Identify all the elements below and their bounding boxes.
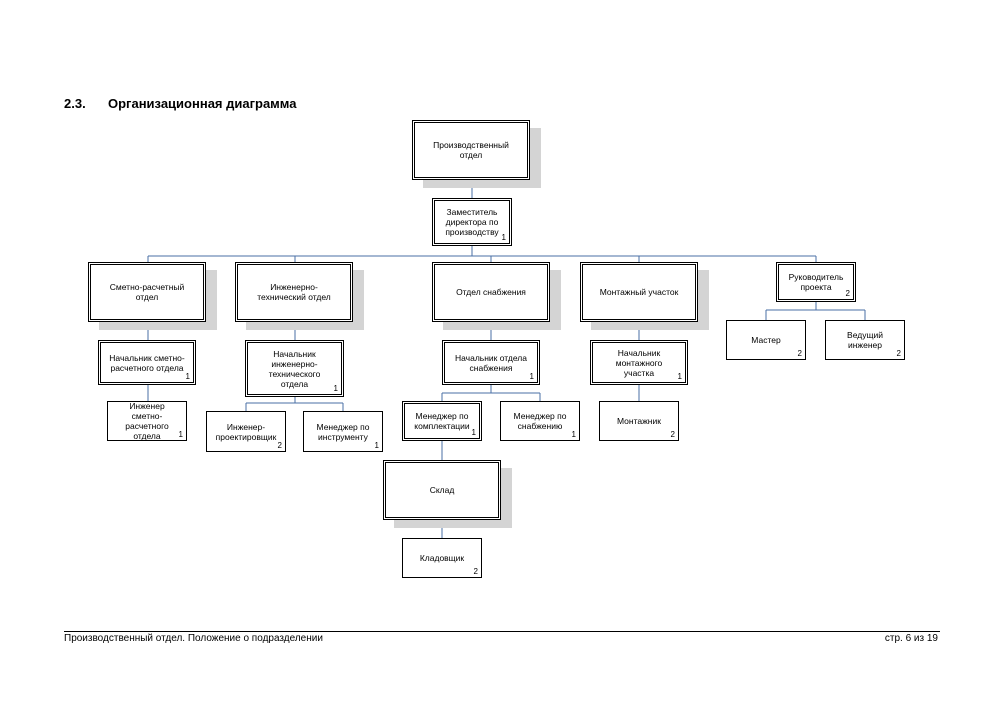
org-node-design-engineer: Инженер-проектировщик 2 <box>206 411 286 452</box>
node-label: Монтажный участок <box>599 287 679 297</box>
node-label: Менеджер по комплектации <box>414 411 470 431</box>
node-label: Ведущий инженер <box>847 330 883 350</box>
footer-page-number: стр. 6 из 19 <box>884 633 938 644</box>
org-node-engineering-dept: Инженерно-технический отдел <box>235 262 353 322</box>
org-node-supply-dept: Отдел снабжения <box>432 262 550 322</box>
headcount-badge: 1 <box>333 384 338 393</box>
node-label: Начальник монтажного участка <box>615 347 663 378</box>
section-number: 2.3. <box>64 96 86 111</box>
org-node-engineering-head: Начальник инженерно-технического отдела … <box>245 340 344 397</box>
node-label: Инженер-проектировщик <box>215 421 277 442</box>
org-node-lead-engineer: Ведущий инженер 2 <box>825 320 905 360</box>
node-label: Начальник инженерно-технического отдела <box>268 348 321 389</box>
org-node-kit-manager: Менеджер по комплектации 1 <box>402 401 482 441</box>
headcount-badge: 1 <box>178 430 183 439</box>
section-title: Организационная диаграмма <box>108 96 297 111</box>
org-node-estimate-head: Начальник сметно-расчетного отдела 1 <box>98 340 196 385</box>
footer-divider <box>64 631 940 632</box>
node-label: Начальник отдела снабжения <box>455 352 527 373</box>
headcount-badge: 1 <box>374 441 379 450</box>
headcount-badge: 2 <box>670 430 675 439</box>
headcount-badge: 2 <box>845 289 850 298</box>
node-label: Сметно-расчетный отдел <box>109 282 185 302</box>
org-node-installer: Монтажник 2 <box>599 401 679 441</box>
org-node-assembly-site: Монтажный участок <box>580 262 698 322</box>
headcount-badge: 2 <box>896 349 901 358</box>
footer-document-title: Производственный отдел. Положение о подр… <box>64 633 323 644</box>
node-label: Инженерно-технический отдел <box>257 282 331 302</box>
node-label: Кладовщик <box>419 553 465 563</box>
section-heading: 2.3. Организационная диаграмма <box>64 96 296 111</box>
node-label: Отдел снабжения <box>456 287 526 297</box>
node-label: Склад <box>429 485 455 495</box>
org-node-tool-manager: Менеджер по инструменту 1 <box>303 411 383 452</box>
headcount-badge: 1 <box>571 430 576 439</box>
node-label: Монтажник <box>617 416 661 426</box>
headcount-badge: 1 <box>501 233 506 242</box>
org-node-supply-manager: Менеджер по снабжению 1 <box>500 401 580 441</box>
headcount-badge: 2 <box>797 349 802 358</box>
headcount-badge: 1 <box>677 372 682 381</box>
org-node-production-dept: Производственный отдел <box>412 120 530 180</box>
node-label: Руководитель проекта <box>788 272 844 292</box>
headcount-badge: 1 <box>529 372 534 381</box>
headcount-badge: 2 <box>277 441 282 450</box>
headcount-badge: 2 <box>473 567 478 576</box>
node-label: Заместитель директора по производству <box>445 207 499 237</box>
org-node-master: Мастер 2 <box>726 320 806 360</box>
org-node-project-manager: Руководитель проекта 2 <box>776 262 856 302</box>
node-label: Менеджер по снабжению <box>513 411 567 431</box>
org-node-assembly-head: Начальник монтажного участка 1 <box>590 340 688 385</box>
org-node-estimate-dept: Сметно-расчетный отдел <box>88 262 206 322</box>
node-label: Инженер сметно-расчетного отдела <box>125 401 169 441</box>
org-node-warehouse: Склад <box>383 460 501 520</box>
headcount-badge: 1 <box>185 372 190 381</box>
org-node-storekeeper: Кладовщик 2 <box>402 538 482 578</box>
node-label: Начальник сметно-расчетного отдела <box>109 352 185 373</box>
org-node-deputy-director: Заместитель директора по производству 1 <box>432 198 512 246</box>
node-label: Менеджер по инструменту <box>316 421 370 442</box>
org-node-supply-head: Начальник отдела снабжения 1 <box>442 340 540 385</box>
node-label: Мастер <box>751 335 781 345</box>
headcount-badge: 1 <box>471 428 476 437</box>
node-label: Производственный отдел <box>433 140 509 160</box>
org-node-estimate-engineer: Инженер сметно-расчетного отдела 1 <box>107 401 187 441</box>
